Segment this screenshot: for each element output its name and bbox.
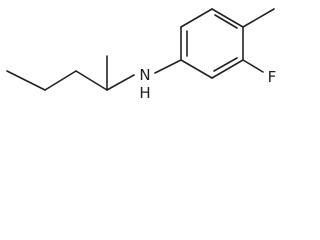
bond-nitrogen-ring (154, 59, 182, 74)
bond-c3-c2 (75, 70, 108, 91)
bond-c2-nitrogen (106, 74, 135, 91)
ring-bond-3 (211, 8, 244, 28)
bond-c5-c4 (6, 70, 46, 91)
hydrogen-atom-label: H (139, 84, 150, 102)
ring-double-bond-b (214, 14, 238, 29)
bond-ring-methyl (242, 8, 275, 28)
bond-c4-c3 (44, 70, 77, 91)
ring-double-bond-c (213, 57, 238, 72)
ring-bond-2 (180, 8, 213, 28)
nitrogen-atom-label: N (139, 66, 150, 84)
chemical-structure: N H F (6, 8, 277, 102)
ring-bond-5 (211, 59, 244, 79)
bond-ring-fluorine (242, 59, 264, 73)
ring-bond-6 (180, 59, 213, 79)
fluorine-atom-label: F (268, 68, 277, 86)
